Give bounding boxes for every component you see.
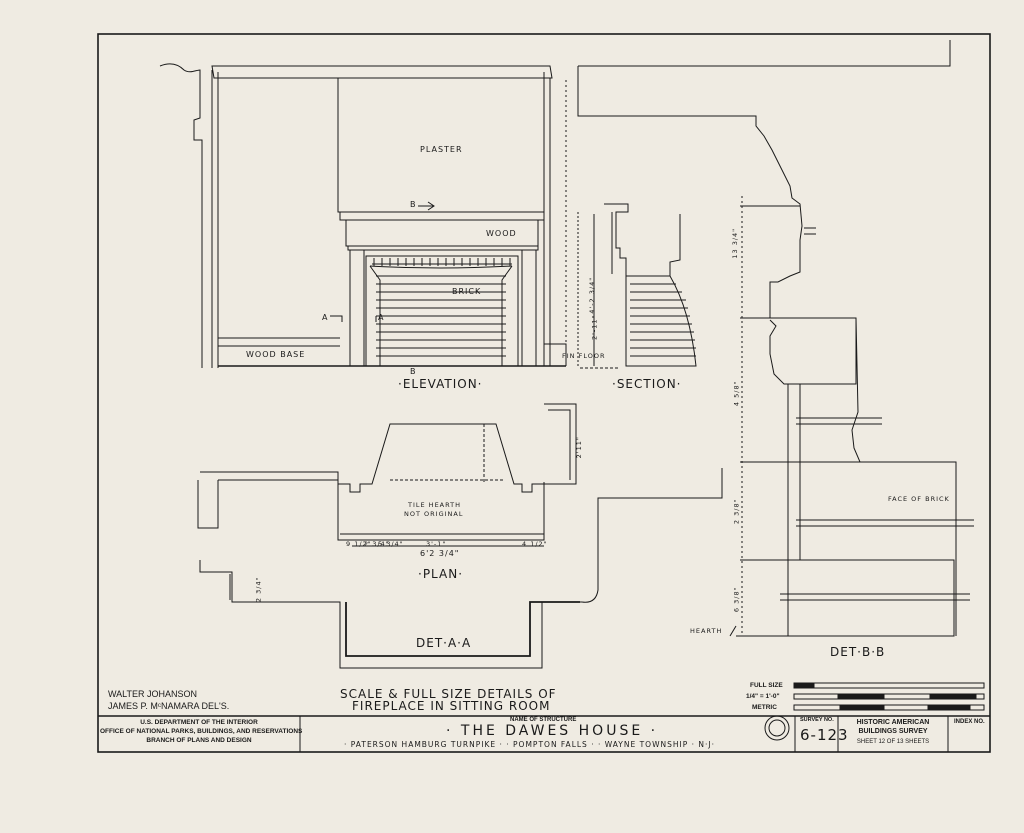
- dim-plan-d5: 2'11": [574, 436, 583, 459]
- view-title-det-aa: DET·A·A: [416, 636, 472, 650]
- credit-line-1: WALTER JOHANSON: [108, 689, 198, 699]
- view-title-elevation: ·ELEVATION·: [398, 377, 483, 391]
- habs-line-2: BUILDINGS SURVEY: [858, 728, 928, 735]
- dim-plan-side: 2 3/4": [254, 576, 263, 603]
- dim-plan-d1: 9 1/2": [346, 540, 372, 548]
- scale-quarter-inch: 1/4" = 1'-0": [746, 693, 780, 700]
- dim-plan-overall: 6'2 3/4": [420, 549, 460, 558]
- name-of-structure-caption: NAME OF STRUCTURE: [510, 717, 577, 723]
- label-section-a-right: A: [378, 313, 385, 322]
- label-face-of-brick: FACE OF BRICK: [888, 495, 950, 503]
- agency-line-1: U.S. DEPARTMENT OF THE INTERIOR: [140, 719, 258, 726]
- label-wood: WOOD: [486, 229, 517, 238]
- dim-elev-height: 4'-2 3/4": [588, 276, 597, 314]
- structure-location: · PATERSON HAMBURG TURNPIKE · · POMPTON …: [344, 740, 715, 749]
- detail-bb-view: [577, 40, 974, 637]
- label-not-original: NOT ORIGINAL: [404, 510, 464, 518]
- dim-bb-top: 13 3/4": [731, 227, 740, 259]
- scale-full-size: FULL SIZE: [750, 682, 783, 689]
- dim-bb-low: 2 3/8": [732, 498, 741, 525]
- sheet-border: [97, 33, 991, 753]
- view-title-plan: ·PLAN·: [418, 567, 464, 581]
- structure-name: · THE DAWES HOUSE ·: [446, 723, 659, 739]
- sheet-info: SHEET 12 OF 13 SHEETS: [856, 739, 930, 745]
- label-tile-hearth: TILE HEARTH: [408, 501, 462, 509]
- credit-line-2: JAMES P. MᶜNAMARA DEL'S.: [108, 701, 230, 711]
- dim-elev-lower: 2'-11": [590, 314, 599, 341]
- elevation-view: [159, 63, 567, 368]
- sheet-title-line-1: SCALE & FULL SIZE DETAILS OF: [340, 687, 557, 701]
- agency-line-3: BRANCH OF PLANS AND DESIGN: [146, 737, 252, 744]
- index-no-caption: INDEX NO.: [954, 719, 985, 725]
- agency-line-2: OFFICE OF NATIONAL PARKS, BUILDINGS, AND…: [100, 728, 303, 735]
- view-title-section: ·SECTION·: [612, 377, 682, 391]
- survey-no-caption: SURVEY NO.: [800, 717, 834, 723]
- dim-bb-mid: 4 5/8": [732, 380, 741, 407]
- plan-view: [197, 403, 723, 669]
- label-plaster: PLASTER: [420, 145, 463, 154]
- label-section-a-left: A: [322, 313, 329, 322]
- view-title-det-bb: DET·B·B: [830, 645, 886, 659]
- survey-number: 6-123: [800, 726, 849, 744]
- scale-bars: [793, 682, 985, 711]
- label-section-b-top: B: [410, 200, 417, 209]
- dim-plan-d3: 5 3/4": [378, 540, 404, 548]
- sheet-title-line-2: FIREPLACE IN SITTING ROOM: [352, 699, 551, 713]
- dim-bb-bottom: 6 3/8": [732, 586, 741, 613]
- dim-plan-d4: 4 1/2": [522, 540, 548, 548]
- label-hearth: HEARTH: [690, 627, 723, 635]
- label-wood-base: WOOD BASE: [246, 350, 306, 359]
- label-section-b-bottom: B: [410, 367, 417, 376]
- label-brick: BRICK: [452, 287, 482, 296]
- label-fin-floor: FIN FLOOR: [562, 352, 606, 360]
- section-view: [577, 203, 697, 369]
- habs-seal: [764, 715, 790, 741]
- dim-plan-d2: 2 3/4": [364, 540, 390, 548]
- dim-plan-opening: 3'-1": [426, 540, 447, 548]
- habs-line-1: HISTORIC AMERICAN: [856, 719, 930, 726]
- scale-metric: METRIC: [752, 704, 777, 711]
